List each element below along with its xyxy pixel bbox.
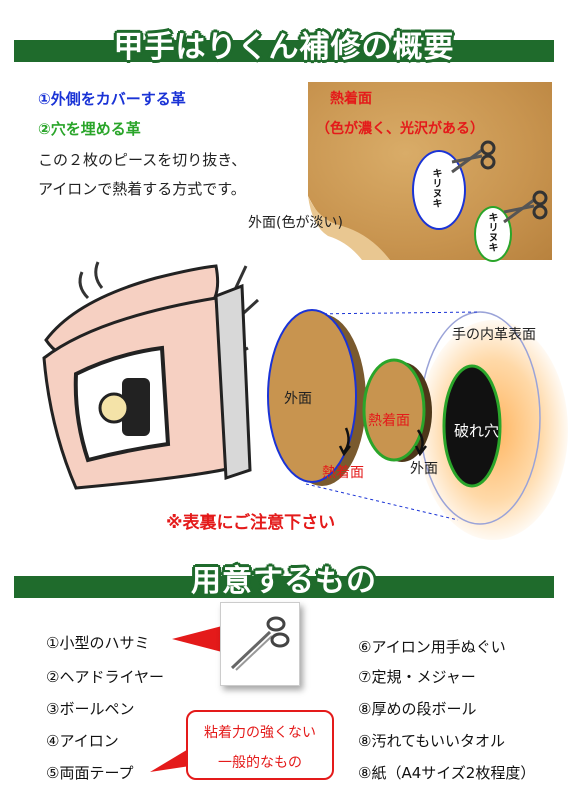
cut-oval-large (412, 150, 466, 230)
small-scissors-icon (230, 616, 290, 671)
tape-note-bubble: 粘着力の強くない 一般的なもの (186, 710, 334, 780)
cut-label-small: キリヌキ (486, 212, 497, 252)
header-bar-overview (14, 40, 554, 62)
layer-diagram (267, 309, 541, 525)
supply-item: ②ヘアドライヤー (46, 668, 164, 686)
scissors-icon (451, 140, 496, 174)
leather-curl-corner (308, 196, 390, 260)
supply-item: ⑧汚れてもいいタオル (358, 732, 505, 750)
supply-item: ⑧厚めの段ボール (358, 700, 477, 718)
scissors-icon (503, 190, 548, 224)
iron-illustration (42, 261, 260, 490)
supply-item: ④アイロン (46, 732, 119, 750)
tape-note-line2: 一般的なもの (218, 755, 302, 771)
heat-face-note: （色が濃く、光沢がある） (316, 121, 484, 137)
supply-item: ⑧紙（A4サイズ2枚程度） (358, 764, 536, 782)
supply-item: ⑤両面テープ (46, 764, 134, 782)
cut-oval-small (474, 206, 512, 262)
supplies-title: 用意するもの (191, 564, 377, 599)
supply-item: ③ボールペン (46, 700, 135, 718)
pointer-arrow-tape (150, 748, 190, 772)
overview-title: 甲手はりくん補修の概要 (113, 30, 455, 65)
middle-disc-back-label: 外面 (410, 461, 438, 477)
supply-item: ①小型のハサミ (46, 634, 150, 652)
intro-line-hole-fill: ②穴を埋める革 (38, 120, 141, 138)
middle-disc-label: 熱着面 (368, 413, 410, 429)
outer-disc-label: 外面 (284, 391, 312, 407)
inner-surface-label: 手の内革表面 (452, 327, 536, 343)
intro-line-cut: この２枚のピースを切り抜き、 (38, 151, 247, 169)
heat-face-label: 熱着面 (330, 91, 372, 107)
header-bar-supplies (14, 576, 554, 598)
intro-line-method: アイロンで熱着する方式です。 (38, 180, 246, 198)
caution-text: ※表裏にご注意下さい (166, 513, 336, 533)
supply-item: ⑥アイロン用手ぬぐい (358, 638, 506, 656)
hole-label: 破れ穴 (454, 422, 500, 440)
outer-disc-back-label: 熱着面 (322, 465, 364, 481)
pointer-arrow-scissors (172, 626, 222, 652)
outer-face-label: 外面(色が淡い) (248, 215, 343, 231)
supply-item: ⑦定規・メジャー (358, 668, 476, 686)
intro-line-outer-cover: ①外側をカバーする革 (38, 90, 186, 108)
cut-label-large: キリヌキ (430, 168, 441, 208)
tape-note-line1: 粘着力の強くない (204, 725, 316, 741)
